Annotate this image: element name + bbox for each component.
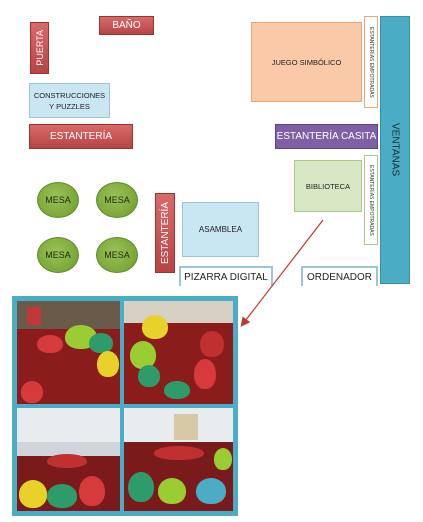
juego-simbolico-block: JUEGO SIMBÓLICO	[251, 22, 362, 102]
ordenador-block: ORDENADOR	[301, 266, 378, 286]
estanteria-left-label: ESTANTERÍA	[49, 131, 113, 142]
construcciones-label: CONSTRUCCIONES Y PUZZLES	[33, 90, 106, 111]
puerta-block: PUERTA	[30, 22, 49, 74]
estanteria-casita-label: ESTANTERÍA CASITA	[276, 131, 377, 142]
mesa-table-1: MESA	[37, 182, 79, 218]
estanteria-left-block: ESTANTERÍA	[29, 124, 133, 149]
estanteria-vertical-block: ESTANTERÍA	[155, 193, 175, 273]
estanterias-empotradas-top: ESTANTERÍAS EMPOTRADAS	[364, 16, 378, 108]
ventanas-block: VENTANAS	[380, 16, 410, 284]
asamblea-block: ASAMBLEA	[182, 202, 259, 257]
estanterias-top-label: ESTANTERÍAS EMPOTRADAS	[368, 26, 374, 98]
photo-bottom-left	[17, 408, 120, 511]
mesa-table-3: MESA	[37, 237, 79, 273]
photo-top-right	[124, 301, 233, 404]
bano-label: BAÑO	[112, 20, 141, 31]
construcciones-block: CONSTRUCCIONES Y PUZZLES	[29, 83, 110, 118]
ordenador-label: ORDENADOR	[306, 271, 372, 283]
pizarra-label: PIZARRA DIGITAL	[184, 271, 268, 283]
estanteria-casita-block: ESTANTERÍA CASITA	[275, 124, 378, 149]
asamblea-label: ASAMBLEA	[198, 225, 243, 234]
estanterias-bottom-label: ESTANTERÍAS EMPOTRADAS	[368, 164, 374, 236]
photo-top-left	[17, 301, 120, 404]
bano-block: BAÑO	[99, 16, 154, 35]
photo-collage	[12, 296, 238, 516]
biblioteca-label: BIBLIOTECA	[305, 181, 351, 191]
photo-bottom-right	[124, 408, 233, 511]
juego-simbolico-label: JUEGO SIMBÓLICO	[271, 57, 342, 67]
biblioteca-block: BIBLIOTECA	[294, 160, 362, 212]
mesa-table-2: MESA	[96, 182, 138, 218]
mesa-table-4: MESA	[96, 237, 138, 273]
estanterias-empotradas-bottom: ESTANTERÍAS EMPOTRADAS	[364, 155, 378, 245]
pizarra-block: PIZARRA DIGITAL	[179, 266, 273, 286]
ventanas-label: VENTANAS	[389, 123, 401, 177]
